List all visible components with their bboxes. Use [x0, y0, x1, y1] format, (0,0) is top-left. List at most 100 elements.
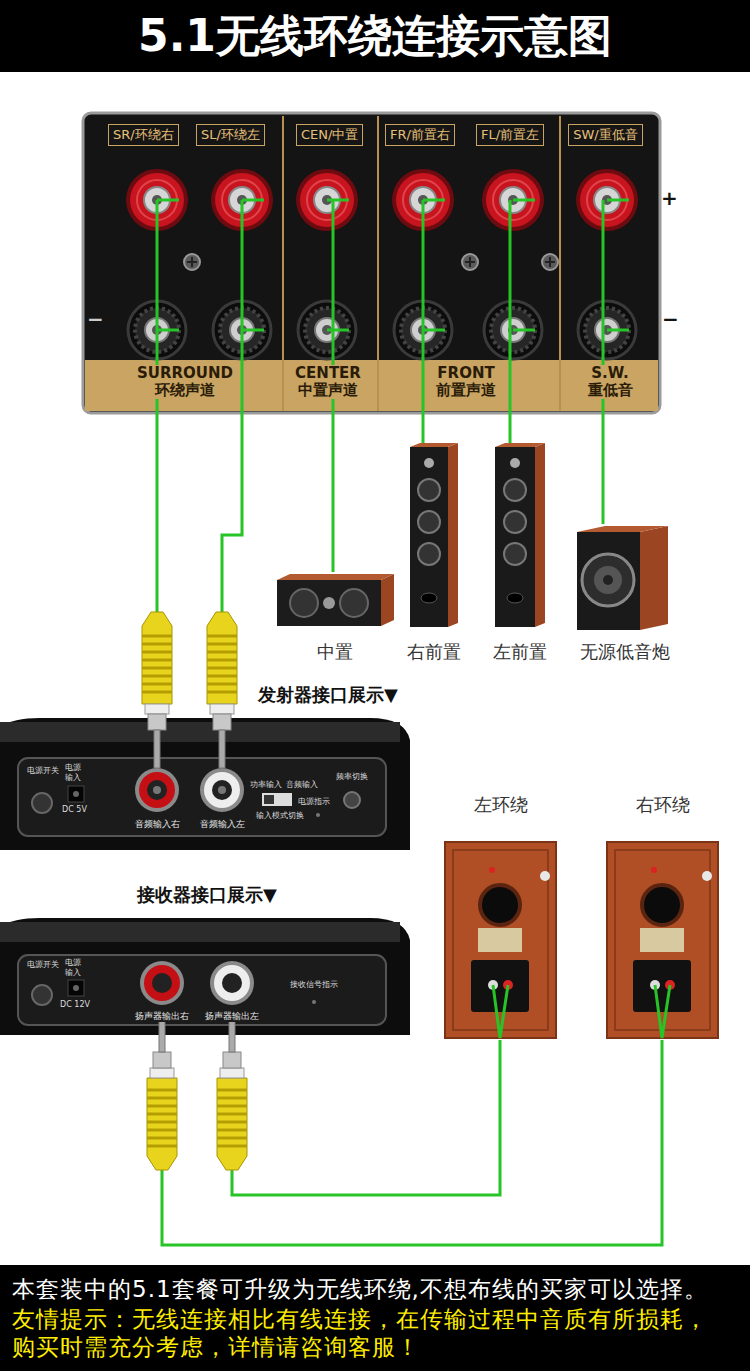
- text-holder: 本套装中的5.1套餐可升级为无线环绕,不想布线的买家可以选择。: [12, 1275, 727, 1303]
- port-label: 电源开关: [27, 960, 59, 970]
- socket-pin: [218, 786, 226, 794]
- surround-speaker: 右环绕: [605, 794, 720, 1040]
- node-label: SW/重低音: [568, 124, 643, 146]
- text-holder: S.W. 重低音: [586, 365, 635, 399]
- tweeter: [510, 458, 520, 468]
- dc-jack: [68, 980, 84, 996]
- speaker-front: [577, 532, 640, 630]
- wireless-device: 接收器接口展示▼ 扬声器输出右扬声器输出左: [0, 885, 420, 1035]
- device-plate: [18, 758, 386, 836]
- port-label: 电源输入: [65, 763, 83, 783]
- title-bar: [0, 0, 750, 72]
- led: [316, 813, 320, 817]
- mode-switch: [262, 793, 292, 806]
- dot: [651, 867, 657, 873]
- polarity-sign: −: [87, 307, 104, 332]
- text-holder: 电源指示: [298, 797, 330, 807]
- socket-pin: [153, 786, 161, 794]
- white-socket: [204, 772, 240, 808]
- white-socket: [214, 965, 250, 1001]
- screw: [462, 254, 478, 270]
- panel-band: [85, 360, 658, 411]
- speaker-top: [410, 443, 458, 447]
- rca-socket: 扬声器输出左: [200, 962, 264, 1022]
- power-switch: [32, 793, 52, 813]
- dot: [702, 871, 712, 881]
- wire-tick: [157, 200, 629, 330]
- button: [344, 792, 360, 808]
- screw: [542, 254, 558, 270]
- speaker-wire: [422, 200, 425, 443]
- speaker: 右前置: [400, 443, 468, 662]
- speaker-wire: [602, 200, 605, 524]
- socket-rim: [210, 961, 254, 1005]
- speaker-wire: [509, 200, 512, 443]
- rca-socket: 扬声器输出右: [130, 962, 194, 1022]
- port: [480, 885, 520, 925]
- text-holder: DC 12V: [60, 1000, 90, 1010]
- node-label: 左环绕: [474, 794, 528, 816]
- terminal-plate: [633, 960, 691, 1012]
- woofer: [418, 543, 440, 565]
- dot: [540, 871, 550, 881]
- power-switch: [32, 985, 52, 1005]
- rca-plug: [142, 612, 172, 768]
- node-label: 接收器接口展示▼: [137, 885, 277, 905]
- channel-terminal-label: SL/环绕左: [194, 122, 280, 200]
- screw: [184, 254, 200, 270]
- cone: [594, 566, 622, 594]
- dc-pin: [73, 791, 79, 797]
- rca-plug: [147, 1014, 177, 1170]
- node-label: 音频输入左: [199, 819, 246, 830]
- node-label: 发射器接口展示▼: [258, 685, 398, 705]
- speaker-front: [410, 447, 448, 627]
- socket-hole: [147, 780, 167, 800]
- woofer: [504, 511, 526, 533]
- speaker: 中置: [275, 572, 395, 662]
- dot: [489, 867, 495, 873]
- port-label: 电源开关: [27, 766, 59, 776]
- footer-band: [0, 1265, 750, 1371]
- rca-plug: [207, 612, 237, 768]
- socket-hole: [212, 780, 232, 800]
- text-holder: −: [662, 307, 679, 332]
- rca-plug: [217, 1014, 247, 1170]
- wire-tail: [655, 985, 670, 1038]
- right-surround-cabinet: [607, 842, 718, 1038]
- dc-pin: [73, 985, 79, 991]
- woofer: [504, 479, 526, 501]
- speaker-front: [277, 580, 381, 626]
- text-holder: DC 5V: [62, 805, 87, 815]
- node-label: 无源低音炮: [580, 642, 670, 662]
- text-holder: 输入模式切换: [256, 811, 304, 821]
- text-holder: 电源开关: [27, 960, 59, 970]
- node-label: 右环绕: [636, 794, 690, 816]
- driver: [582, 554, 634, 606]
- dc-jack: [68, 786, 84, 802]
- node-label: 中置: [317, 642, 353, 662]
- text-holder: −: [87, 307, 104, 332]
- text-holder: 电源输入: [65, 763, 83, 783]
- sticker: [478, 928, 522, 952]
- text-holder: 电源输入: [65, 958, 83, 978]
- port-label: 电源输入: [65, 958, 83, 978]
- woofer: [340, 589, 368, 617]
- node-label: CEN/中置: [296, 124, 363, 146]
- port-label: DC 5V: [62, 805, 87, 815]
- text-holder: FRONT 前置声道: [434, 365, 498, 399]
- port: [642, 885, 682, 925]
- tweeter: [323, 597, 335, 609]
- speaker-side: [640, 526, 668, 630]
- port-label: 音频输入: [286, 780, 318, 790]
- speaker-front: [495, 447, 535, 627]
- socket-hole: [222, 973, 242, 993]
- speaker-side: [535, 443, 545, 627]
- node-label: 扬声器输出右: [134, 1011, 190, 1022]
- channel-terminal-label: SR/环绕右: [105, 122, 192, 200]
- device-highlight: [0, 922, 400, 942]
- port: [421, 593, 437, 603]
- polarity-sign: −: [662, 307, 679, 332]
- switch-knob: [264, 795, 274, 804]
- woofer: [418, 511, 440, 533]
